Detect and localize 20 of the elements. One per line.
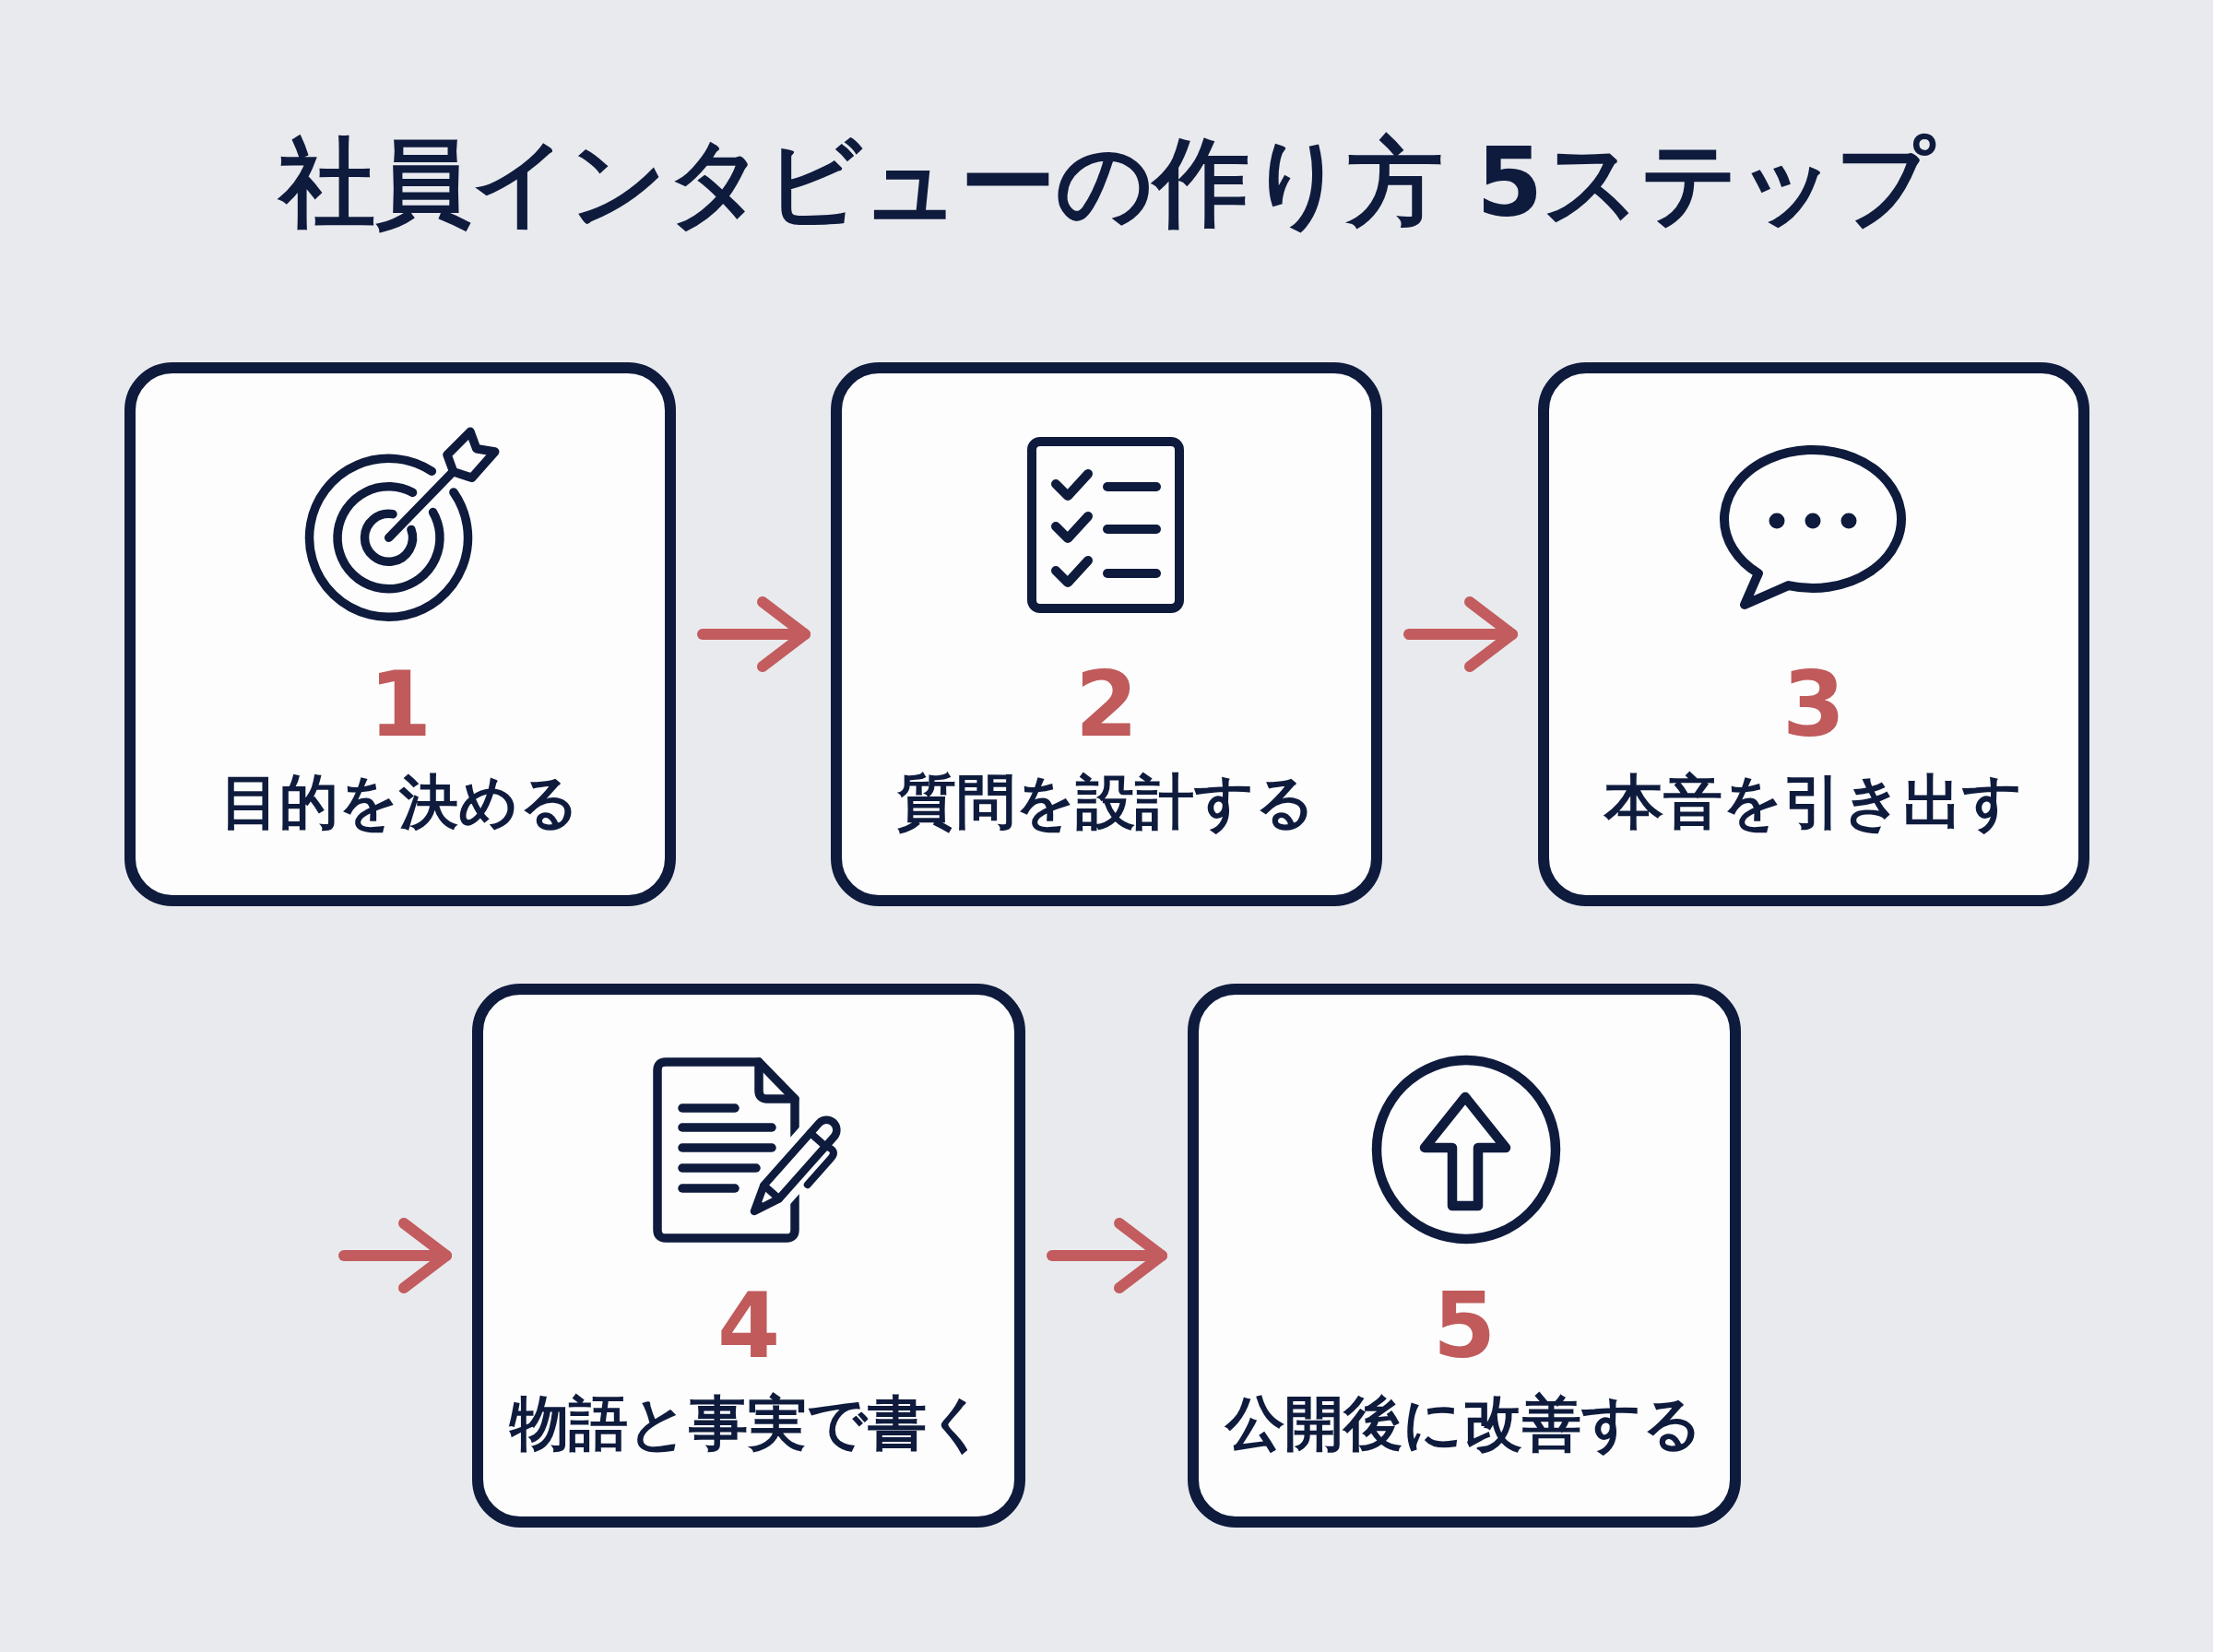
step-card xyxy=(124,362,676,906)
step-card xyxy=(1538,362,2089,906)
step-number: 5 xyxy=(1432,1277,1497,1376)
arrow xyxy=(697,596,811,672)
step-label: 物語と事実で書く xyxy=(510,1387,988,1459)
step-label: 公開後に改善する xyxy=(1225,1387,1703,1459)
arrow xyxy=(1403,596,1518,672)
step-number: 2 xyxy=(1074,655,1139,755)
step-card xyxy=(831,362,1382,906)
step-number: 1 xyxy=(368,655,432,755)
step-card xyxy=(1188,984,1741,1528)
arrow xyxy=(338,1218,452,1293)
step-label: 本音を引き出す xyxy=(1604,766,2023,838)
step-card xyxy=(472,984,1025,1528)
step-label: 質問を設計する xyxy=(897,766,1316,838)
step-number: 4 xyxy=(716,1277,781,1376)
step-number: 3 xyxy=(1781,655,1846,755)
diagram-title: 社員インタビューの作り方 5ステップ xyxy=(278,128,1935,239)
arrow xyxy=(1047,1218,1167,1293)
step-label: 目的を決める xyxy=(220,766,580,838)
